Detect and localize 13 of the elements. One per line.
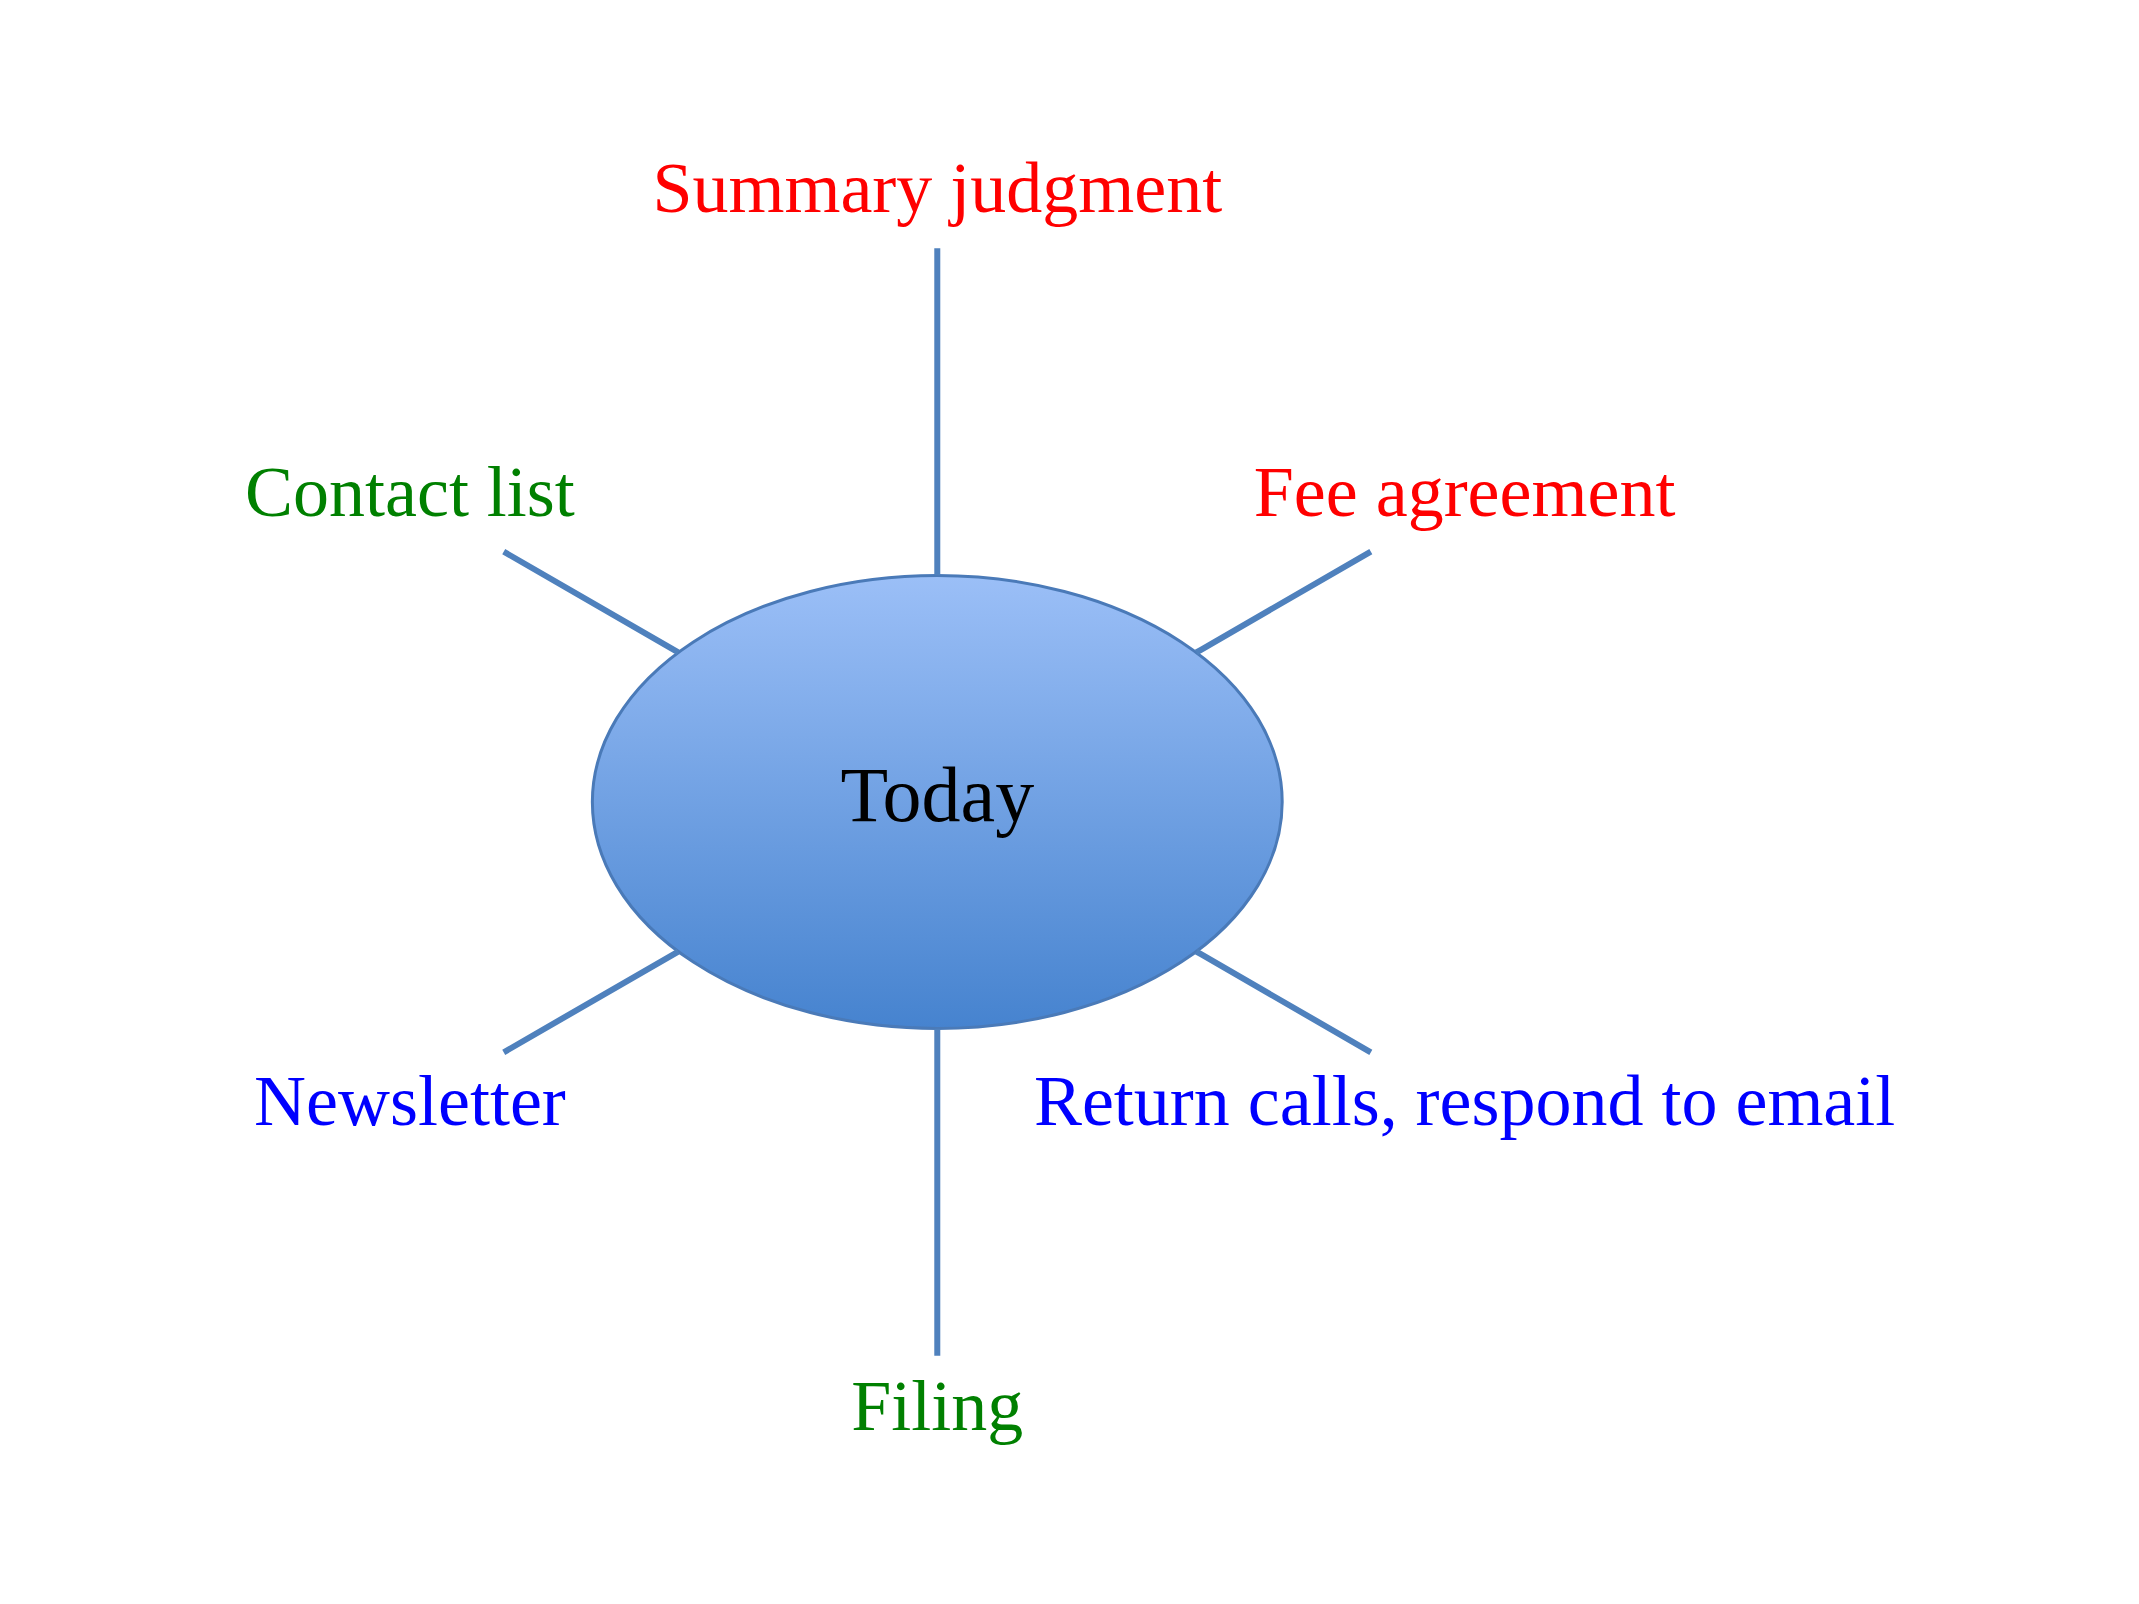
connector: [501, 549, 680, 656]
node-text: Fee agreement: [1253, 452, 1675, 533]
connector: [933, 248, 940, 576]
node-text: Newsletter: [253, 1061, 566, 1142]
node-text: Return calls, respond to email: [1033, 1061, 1895, 1142]
connector: [1194, 948, 1372, 1055]
connector: [1194, 549, 1372, 656]
node-text: Filing: [850, 1365, 1023, 1446]
node-text: Summary judgment: [651, 147, 1222, 228]
connector: [933, 1028, 940, 1356]
node-ellipse: Today: [590, 574, 1284, 1030]
node-text: Contact list: [244, 452, 575, 533]
connector: [501, 948, 680, 1055]
